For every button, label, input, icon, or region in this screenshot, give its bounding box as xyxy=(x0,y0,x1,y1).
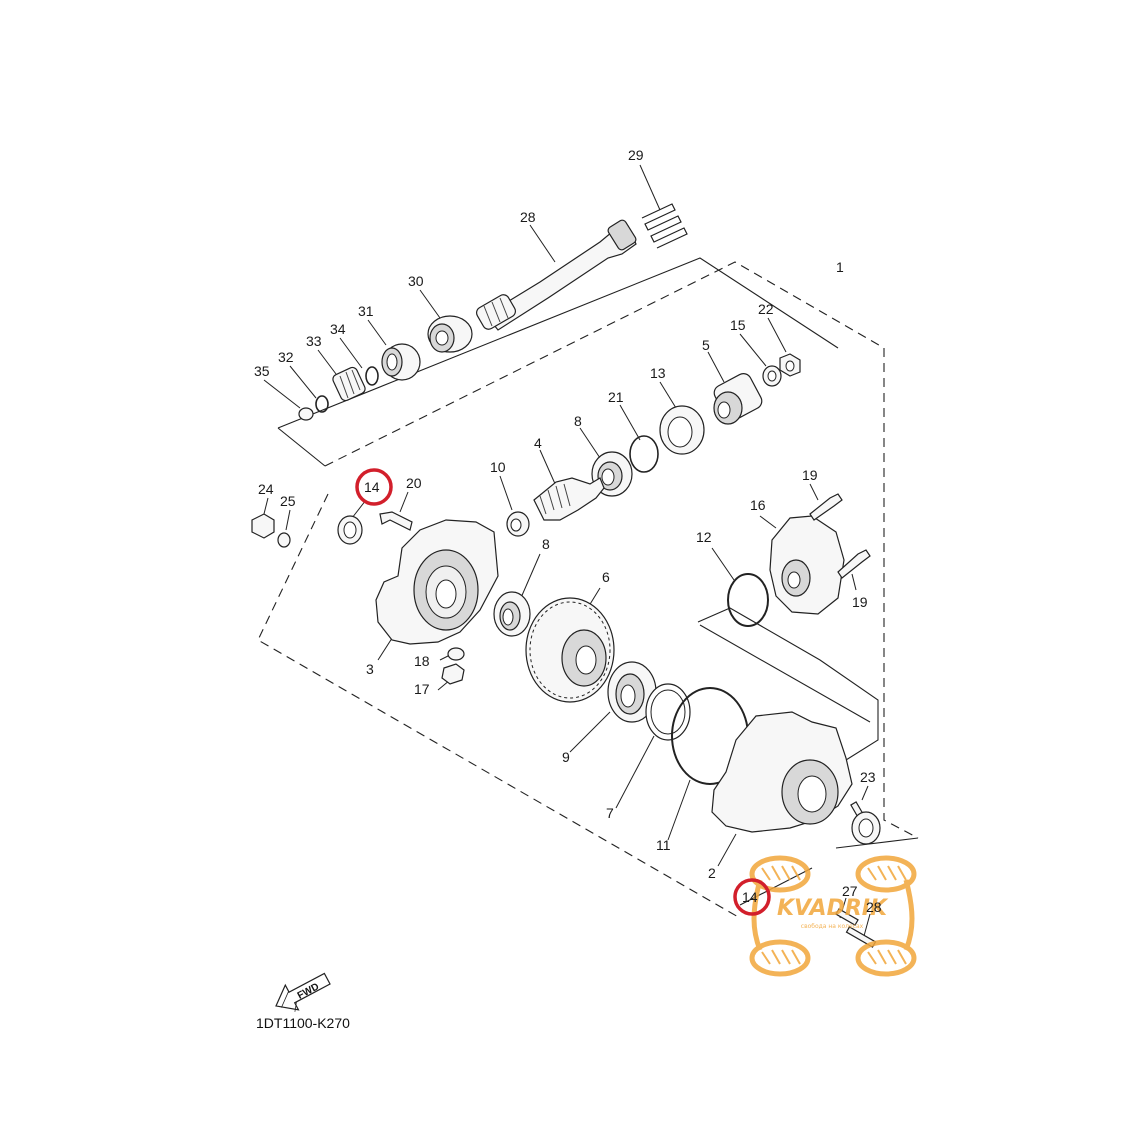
assembly-outlines xyxy=(257,257,919,919)
watermark-tagline: свобода на колесах xyxy=(801,923,864,930)
part-14-oil-seal-right[interactable] xyxy=(851,811,881,845)
part-28-drive-shaft[interactable] xyxy=(474,219,637,332)
part-30-coupler[interactable] xyxy=(419,289,473,353)
part-18-gasket[interactable] xyxy=(439,647,465,661)
part-17-plug[interactable] xyxy=(437,663,465,691)
part-33-needle-bearing[interactable] xyxy=(317,349,367,402)
part-19-bolt-upper[interactable] xyxy=(809,483,843,521)
label-25[interactable]: 25 xyxy=(280,493,296,509)
label-28-lower[interactable]: 28 xyxy=(866,899,882,915)
part-31-bearing[interactable] xyxy=(367,319,421,381)
label-15[interactable]: 15 xyxy=(730,317,746,333)
label-22[interactable]: 22 xyxy=(758,301,774,317)
label-18[interactable]: 18 xyxy=(414,653,430,669)
label-6[interactable]: 6 xyxy=(602,569,610,585)
label-32[interactable]: 32 xyxy=(278,349,294,365)
label-2[interactable]: 2 xyxy=(708,865,716,881)
parts xyxy=(251,164,881,948)
label-14-left[interactable]: 14 xyxy=(364,479,380,495)
highlight-markers xyxy=(355,468,771,916)
part-21-circlip[interactable] xyxy=(619,404,659,473)
diagram-code: 1DT1100-K270 xyxy=(256,1015,350,1031)
label-12[interactable]: 12 xyxy=(696,529,712,545)
label-34[interactable]: 34 xyxy=(330,321,346,337)
part-15-washer[interactable] xyxy=(739,333,782,387)
label-5[interactable]: 5 xyxy=(702,337,710,353)
part-2-gear-case-rear[interactable] xyxy=(711,711,853,867)
part-13-oil-seal[interactable] xyxy=(659,381,705,455)
watermark-tire-icon xyxy=(749,855,917,977)
part-9-bearing[interactable] xyxy=(569,661,657,753)
part-24-drain-plug[interactable] xyxy=(251,497,275,539)
kvadrik-watermark: KVADRIK свобода на колесах xyxy=(749,855,917,977)
part-35-plug[interactable] xyxy=(263,379,314,421)
part-8-bearing-lower[interactable] xyxy=(493,553,541,637)
part-25-gasket[interactable] xyxy=(277,509,291,548)
label-20[interactable]: 20 xyxy=(406,475,422,491)
label-27[interactable]: 27 xyxy=(842,883,858,899)
part-5-coupling[interactable] xyxy=(707,351,765,425)
part-12-o-ring[interactable] xyxy=(711,547,769,627)
label-13[interactable]: 13 xyxy=(650,365,666,381)
part-number-labels: 1 2 3 4 5 6 7 8 8 9 10 11 12 13 14 14 15… xyxy=(254,147,882,915)
label-35[interactable]: 35 xyxy=(254,363,270,379)
part-7-shim[interactable] xyxy=(615,683,691,809)
part-19-bolt-lower[interactable] xyxy=(837,549,871,591)
fwd-arrow-icon: FWD xyxy=(275,972,331,1012)
part-6-ring-gear[interactable] xyxy=(525,587,615,703)
part-27-bolt[interactable] xyxy=(835,897,859,926)
watermark-brand: KVADRIK xyxy=(777,896,889,921)
shaft-group-outline xyxy=(277,257,839,429)
part-29-spring[interactable] xyxy=(639,164,688,249)
label-31[interactable]: 31 xyxy=(358,303,374,319)
label-29[interactable]: 29 xyxy=(628,147,644,163)
label-23[interactable]: 23 xyxy=(860,769,876,785)
label-21[interactable]: 21 xyxy=(608,389,624,405)
highlight-circle-part-14-right xyxy=(733,878,771,916)
part-4-pinion-gear[interactable] xyxy=(533,449,605,521)
label-10[interactable]: 10 xyxy=(490,459,506,475)
part-22-nut[interactable] xyxy=(767,317,801,377)
shaft-group-dashed xyxy=(324,261,919,839)
label-14-right[interactable]: 14 xyxy=(742,889,758,905)
part-20-bolt[interactable] xyxy=(379,491,413,531)
fwd-label: FWD xyxy=(296,981,321,1001)
label-9[interactable]: 9 xyxy=(562,749,570,765)
label-3[interactable]: 3 xyxy=(366,661,374,677)
label-1[interactable]: 1 xyxy=(836,259,844,275)
label-11[interactable]: 11 xyxy=(656,837,671,853)
label-17[interactable]: 17 xyxy=(414,681,430,697)
label-8-lower[interactable]: 8 xyxy=(542,536,550,552)
label-33[interactable]: 33 xyxy=(306,333,322,349)
label-30[interactable]: 30 xyxy=(408,273,424,289)
watermark-tread-icon xyxy=(761,865,907,965)
label-19-upper[interactable]: 19 xyxy=(802,467,818,483)
label-19-lower[interactable]: 19 xyxy=(852,594,868,610)
part-32-circlip[interactable] xyxy=(289,365,329,413)
part-14-oil-seal-left[interactable] xyxy=(337,499,367,545)
label-16[interactable]: 16 xyxy=(750,497,766,513)
part-3-gear-case[interactable] xyxy=(375,519,499,661)
label-8-upper[interactable]: 8 xyxy=(574,413,582,429)
label-7[interactable]: 7 xyxy=(606,805,614,821)
label-24[interactable]: 24 xyxy=(258,481,274,497)
part-16-actuator[interactable] xyxy=(759,515,845,615)
housing-group-dashed xyxy=(257,493,741,919)
part-34-circlip[interactable] xyxy=(339,337,379,386)
label-4[interactable]: 4 xyxy=(534,435,542,451)
part-10-bearing[interactable] xyxy=(499,475,530,537)
label-28[interactable]: 28 xyxy=(520,209,536,225)
highlight-circle-part-14-left xyxy=(355,468,393,506)
